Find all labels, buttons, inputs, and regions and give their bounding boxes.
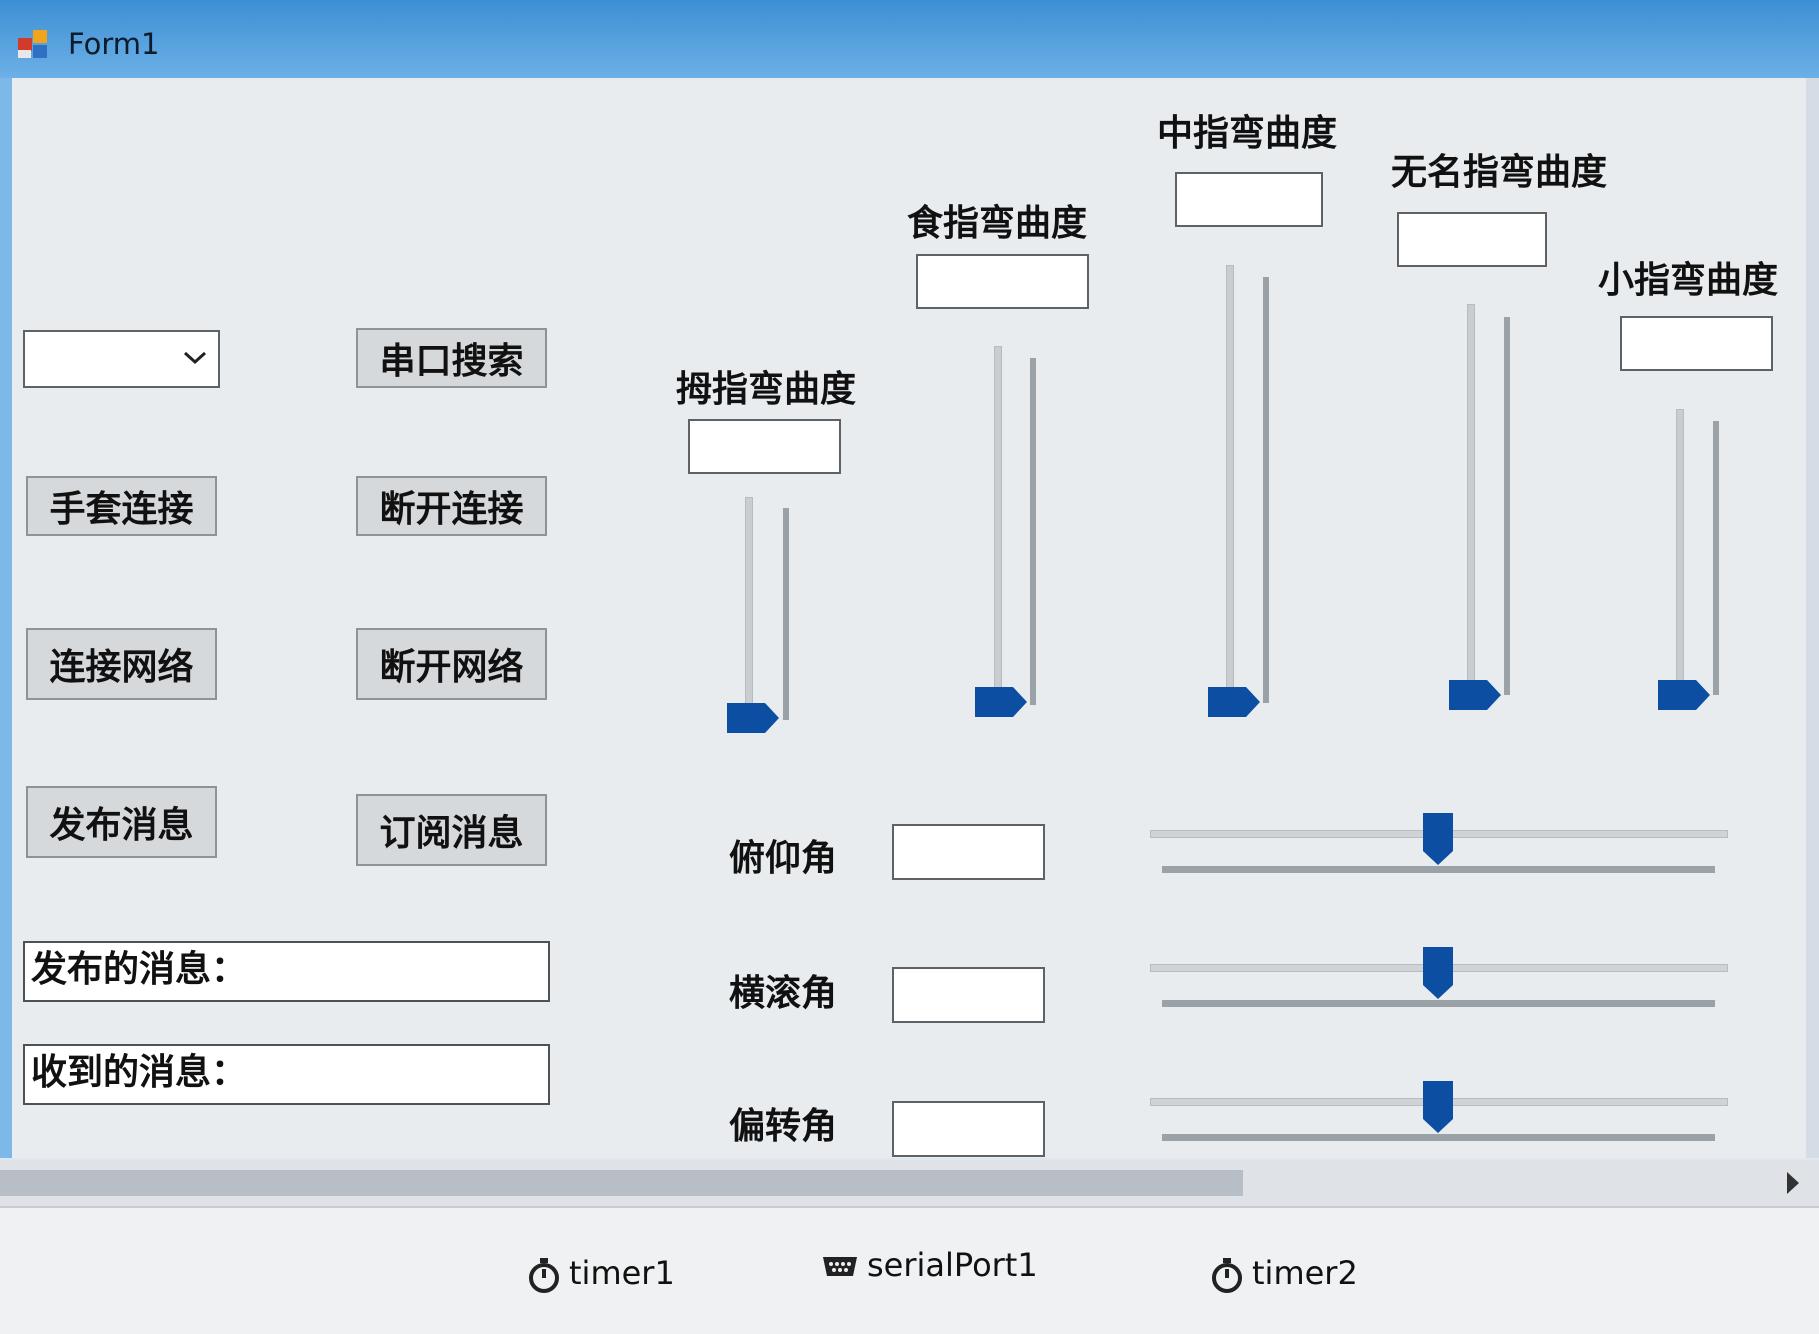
yaw-angle-field[interactable] [892, 1101, 1045, 1157]
thumb-bend-label: 拇指弯曲度 [676, 369, 857, 410]
horizontal-scrollbar[interactable] [0, 1160, 1819, 1206]
component-tray: timer1 serialPort1 timer2 [0, 1206, 1819, 1334]
stopwatch-icon [529, 1258, 559, 1293]
stopwatch-icon [1212, 1258, 1242, 1293]
trackbar-tick-line [1713, 421, 1719, 695]
disconnect-button[interactable]: 断开连接 [356, 476, 547, 536]
received-message-field[interactable]: 收到的消息： [23, 1044, 550, 1105]
trackbar-track [745, 497, 753, 724]
window-title: Form1 [68, 27, 160, 61]
serial-port-icon [823, 1257, 857, 1276]
pitch-angle-field[interactable] [892, 824, 1045, 880]
little-bend-field[interactable] [1620, 316, 1773, 371]
chevron-down-icon[interactable] [182, 346, 208, 368]
trackbar-thumb[interactable] [1658, 680, 1710, 710]
connect-network-button[interactable]: 连接网络 [26, 628, 217, 700]
title-bar: Form1 [0, 0, 1819, 78]
index-bend-field[interactable] [916, 254, 1089, 309]
yaw-angle-label: 偏转角 [729, 1106, 838, 1147]
subscribe-message-button[interactable]: 订阅消息 [356, 794, 547, 866]
glove-connect-button[interactable]: 手套连接 [26, 476, 217, 536]
trackbar-track [1676, 409, 1684, 707]
trackbar-tick-line [1030, 358, 1036, 705]
ring-bend-label: 无名指弯曲度 [1391, 152, 1608, 193]
trackbar-thumb[interactable] [1423, 1081, 1453, 1133]
trackbar-track [1467, 304, 1475, 707]
form-icon [18, 28, 54, 62]
publish-message-button[interactable]: 发布消息 [26, 786, 217, 858]
timer2-component[interactable]: timer2 [1210, 1254, 1358, 1293]
little-bend-label: 小指弯曲度 [1598, 260, 1779, 301]
roll-angle-field[interactable] [892, 967, 1045, 1023]
serial-port-combobox[interactable] [23, 330, 220, 388]
ring-bend-field[interactable] [1397, 212, 1547, 267]
trackbar-tick-line [1162, 1134, 1715, 1141]
trackbar-track [1226, 265, 1234, 715]
window-right-border [1806, 78, 1819, 1158]
roll-angle-label: 横滚角 [729, 973, 838, 1014]
middle-bend-field[interactable] [1175, 172, 1323, 227]
trackbar-thumb[interactable] [1423, 947, 1453, 999]
trackbar-thumb[interactable] [727, 703, 779, 733]
trackbar-thumb[interactable] [975, 687, 1027, 717]
pitch-angle-label: 俯仰角 [729, 838, 838, 879]
trackbar-thumb[interactable] [1449, 680, 1501, 710]
scroll-right-arrow-icon[interactable] [1787, 1172, 1799, 1194]
trackbar-thumb[interactable] [1208, 687, 1260, 717]
trackbar-thumb[interactable] [1423, 813, 1453, 865]
published-message-field[interactable]: 发布的消息： [23, 941, 550, 1002]
index-bend-label: 食指弯曲度 [907, 203, 1088, 244]
trackbar-tick-line [1504, 317, 1510, 695]
trackbar-tick-line [1162, 1000, 1715, 1007]
trackbar-track [994, 346, 1002, 715]
serialport1-component[interactable]: serialPort1 [821, 1246, 1038, 1284]
trackbar-tick-line [1263, 277, 1269, 703]
trackbar-tick-line [1162, 866, 1715, 873]
disconnect-network-button[interactable]: 断开网络 [356, 628, 547, 700]
thumb-bend-field[interactable] [688, 419, 841, 474]
window-left-border [0, 78, 12, 1158]
middle-bend-label: 中指弯曲度 [1157, 113, 1338, 154]
serial-search-button[interactable]: 串口搜索 [356, 328, 547, 388]
trackbar-tick-line [783, 508, 789, 720]
scrollbar-thumb[interactable] [0, 1170, 1243, 1196]
timer1-component[interactable]: timer1 [527, 1254, 675, 1293]
